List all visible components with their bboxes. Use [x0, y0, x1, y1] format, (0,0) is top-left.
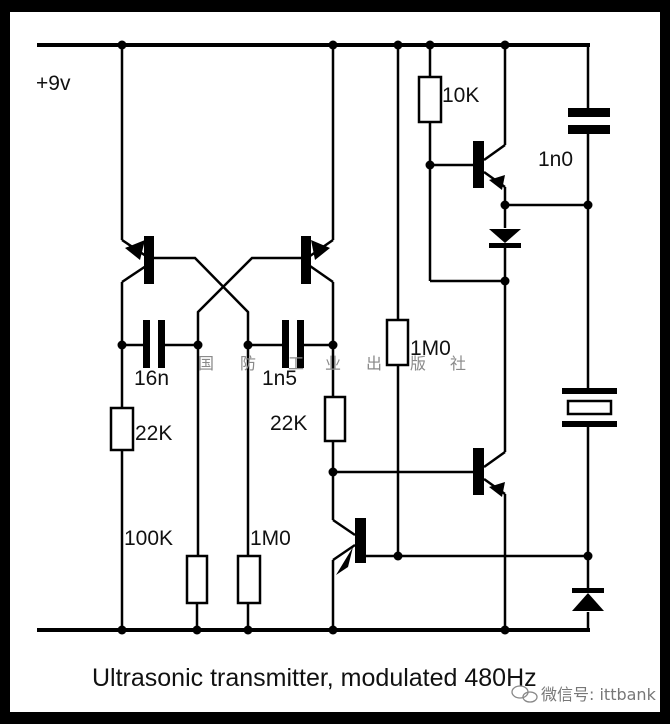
diode-d1 — [489, 229, 521, 448]
resistor-r5-label: 1M0 — [410, 337, 451, 360]
junction-dots — [117, 40, 593, 635]
capacitor-c2 — [248, 320, 333, 368]
resistor-r1-label: 22K — [135, 422, 172, 445]
capacitor-c3 — [568, 108, 610, 388]
svg-text:版: 版 — [410, 354, 426, 373]
resistor-r5 — [385, 318, 410, 367]
diagram-caption: Ultrasonic transmitter, modulated 480Hz — [92, 664, 537, 692]
resistor-r4-label: 1M0 — [250, 527, 291, 550]
svg-text:社: 社 — [450, 354, 466, 373]
diagram-canvas — [10, 12, 660, 712]
capacitor-c2-label: 1n5 — [262, 367, 297, 390]
transistor-q4-npn — [333, 448, 507, 630]
transistor-q5-pnp — [331, 518, 588, 630]
wire-cross-2 — [196, 256, 301, 556]
wechat-icon — [511, 685, 538, 703]
resistor-r3 — [185, 554, 209, 605]
resistor-r3-label: 100K — [124, 527, 173, 550]
capacitor-c3-label: 1n0 — [538, 148, 573, 171]
wire-cross-1 — [154, 256, 250, 345]
wechat-watermark: 微信号: ittbank — [511, 685, 657, 704]
resistor-r6 — [417, 75, 443, 124]
resistor-r4 — [236, 554, 262, 605]
capacitor-c1 — [122, 320, 198, 368]
svg-text:国: 国 — [198, 354, 214, 373]
svg-text:工: 工 — [288, 354, 304, 373]
diode-d2 — [572, 588, 604, 611]
ultrasonic-transducer-x1 — [562, 388, 617, 588]
transistor-q1-pnp — [120, 45, 154, 630]
supply-label: +9v — [36, 72, 71, 95]
wechat-id: 微信号: ittbank — [541, 685, 657, 704]
capacitor-c1-label: 16n — [134, 367, 169, 390]
svg-text:出: 出 — [366, 354, 382, 373]
resistor-r1 — [109, 406, 135, 452]
svg-text:防: 防 — [240, 354, 256, 373]
svg-text:业: 业 — [325, 354, 341, 373]
resistor-r6-label: 10K — [442, 84, 479, 107]
transistor-q2-pnp — [301, 45, 335, 397]
resistor-r2 — [323, 395, 347, 443]
publisher-watermark: 国 防 工 业 出 版 社 — [198, 354, 466, 373]
resistor-r2-label: 22K — [270, 412, 307, 435]
transistor-q3-npn — [430, 45, 507, 228]
